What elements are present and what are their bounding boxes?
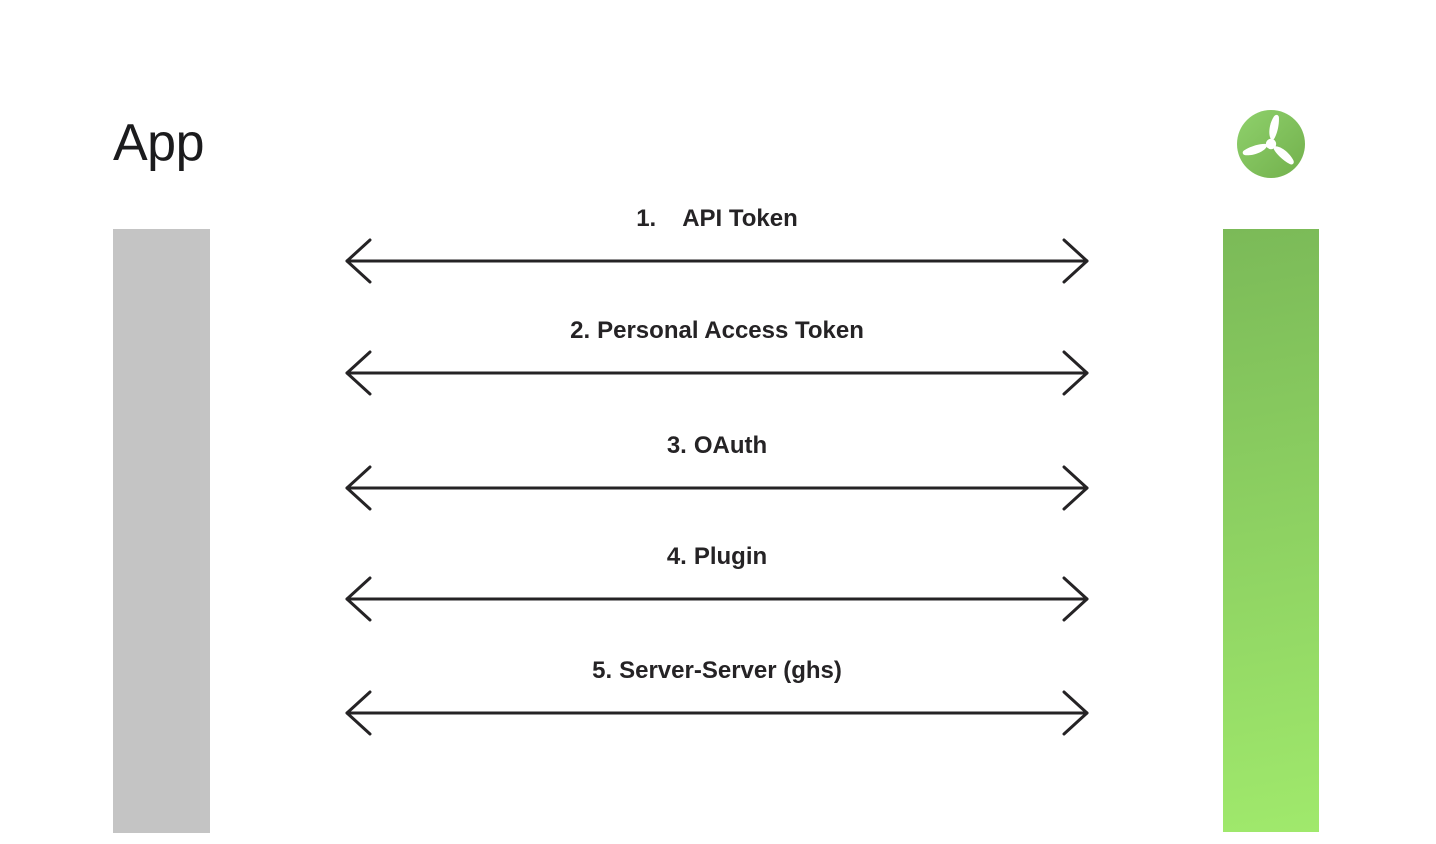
windmill-lifeline-bar bbox=[1223, 229, 1319, 832]
page-title: App bbox=[113, 114, 205, 172]
connection-row-server-server: 5.Server-Server (ghs) bbox=[343, 656, 1091, 736]
connection-row-plugin: 4.Plugin bbox=[343, 542, 1091, 622]
connection-label: 3.OAuth bbox=[667, 431, 767, 461]
connection-row-oauth: 3.OAuth bbox=[343, 431, 1091, 511]
connection-text: Plugin bbox=[693, 543, 768, 570]
connection-number: 4. bbox=[666, 543, 687, 570]
double-arrow-icon bbox=[345, 350, 1089, 396]
connection-label: 5.Server-Server (ghs) bbox=[592, 656, 842, 686]
connection-text: OAuth bbox=[693, 432, 768, 459]
connection-number: 3. bbox=[666, 432, 687, 459]
app-lifeline-bar bbox=[113, 229, 210, 833]
windmill-turbine-icon bbox=[1237, 110, 1305, 178]
connection-number: 1. bbox=[636, 205, 657, 232]
connection-row-personal-access-token: 2.Personal Access Token bbox=[343, 316, 1091, 396]
double-arrow-icon bbox=[345, 690, 1089, 736]
connection-label: 2.Personal Access Token bbox=[570, 316, 864, 346]
connection-number: 5. bbox=[592, 657, 613, 684]
connection-row-api-token: 1. API Token bbox=[343, 204, 1091, 284]
connection-number: 2. bbox=[570, 317, 591, 344]
double-arrow-icon bbox=[345, 576, 1089, 622]
double-arrow-icon bbox=[345, 465, 1089, 511]
connection-text: API Token bbox=[682, 205, 798, 232]
connection-label: 4.Plugin bbox=[667, 542, 767, 572]
connection-label: 1. API Token bbox=[636, 204, 798, 234]
connection-text: Server-Server (ghs) bbox=[619, 657, 842, 684]
connection-text: Personal Access Token bbox=[597, 317, 864, 344]
double-arrow-icon bbox=[345, 238, 1089, 284]
